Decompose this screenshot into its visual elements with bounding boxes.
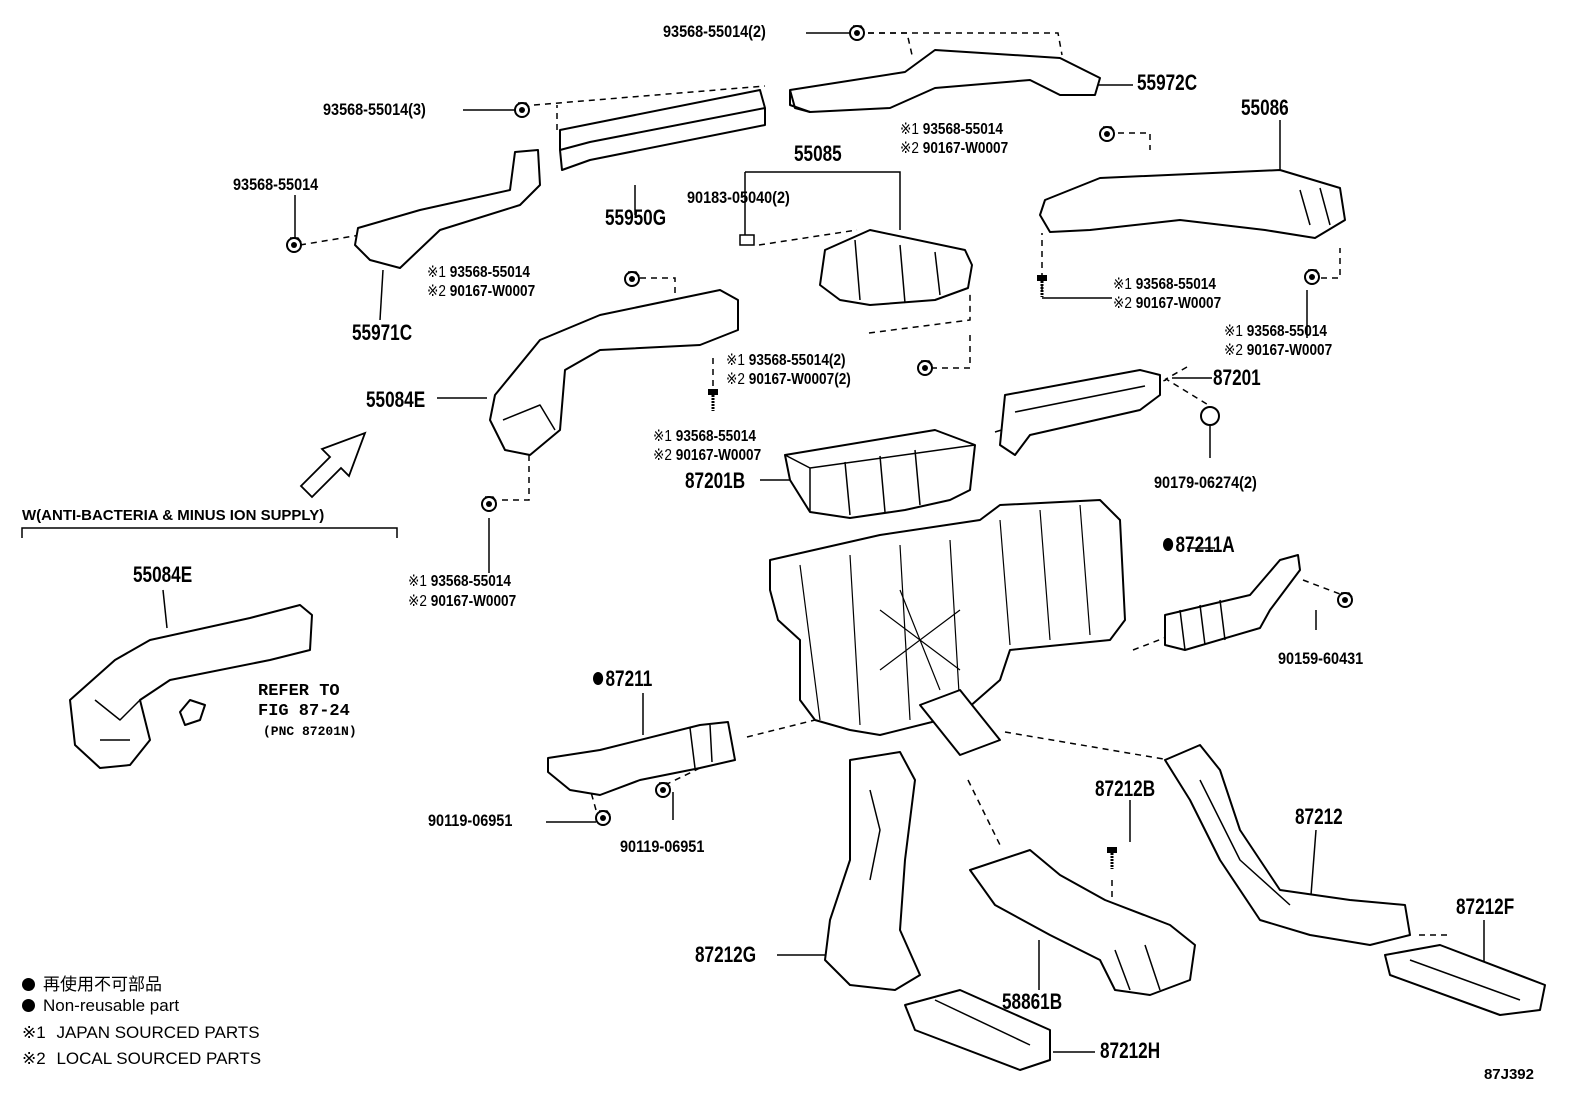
parts xyxy=(69,49,1546,1071)
pair-center-b-2: ※2 90167-W0007 xyxy=(653,447,762,464)
part-55084E xyxy=(489,289,739,456)
part-55972C xyxy=(789,49,1101,113)
label-87201: 87201 xyxy=(1213,365,1261,390)
bullet-dot-icon xyxy=(22,978,35,991)
label-87212B: 87212B xyxy=(1095,776,1156,801)
label-90179-06274: 90179-06274(2) xyxy=(1154,473,1257,492)
legend-local-sourced: ※2 LOCAL SOURCED PARTS xyxy=(22,1049,262,1068)
pair-right-b-2: ※2 90167-W0007 xyxy=(1224,342,1333,359)
label-87212: 87212 xyxy=(1295,804,1343,829)
non-reusable-dot-icon xyxy=(593,672,604,685)
pair-right-a-1: ※1 93568-55014 xyxy=(1113,276,1216,293)
label-87212G: 87212G xyxy=(695,942,757,967)
part-87211A xyxy=(1164,554,1301,651)
label-87211: 87211 xyxy=(593,668,652,690)
label-55950G: 55950G xyxy=(605,205,667,230)
non-reusable-dot-icon xyxy=(1163,538,1174,551)
refer-line-2: FIG 87-24 xyxy=(258,702,350,721)
label-55084E-variant: 55084E xyxy=(133,562,193,587)
pair-right-b-1: ※1 93568-55014 xyxy=(1224,323,1327,340)
part-87201B xyxy=(784,429,976,519)
label-87212H: 87212H xyxy=(1100,1038,1161,1063)
part-87201 xyxy=(999,369,1161,456)
variant-bracket xyxy=(21,527,398,538)
label-93568-55014-a: 93568-55014 xyxy=(233,175,319,194)
pair-center-b-1: ※1 93568-55014 xyxy=(653,428,756,445)
label-87201B: 87201B xyxy=(685,468,746,493)
pair-right-a-2: ※2 90167-W0007 xyxy=(1113,295,1222,312)
part-55085 xyxy=(819,229,973,306)
direction-arrow-icon xyxy=(299,431,367,499)
label-55972C: 55972C xyxy=(1137,70,1198,95)
label-55971C: 55971C xyxy=(352,320,413,345)
label-87211A: 87211A xyxy=(1163,534,1235,556)
part-87212H xyxy=(904,989,1051,1071)
label-93568-55014-3: 93568-55014(3) xyxy=(323,100,426,119)
pair-mid-left-1: ※1 93568-55014 xyxy=(427,264,530,281)
part-55971C xyxy=(354,149,541,269)
variant-caption: W(ANTI-BACTERIA & MINUS ION SUPPLY) xyxy=(22,507,325,524)
pair-center-1: ※1 93568-55014(2) xyxy=(726,352,846,369)
label-93568-55014-2: 93568-55014(2) xyxy=(663,22,766,41)
label-90159-60431: 90159-60431 xyxy=(1278,649,1364,668)
leader-lines xyxy=(162,32,1485,1053)
label-55085: 55085 xyxy=(794,141,842,166)
part-55084E-variant xyxy=(69,604,313,769)
label-90119-06951-a: 90119-06951 xyxy=(428,811,513,830)
pair-center-2: ※2 90167-W0007(2) xyxy=(726,371,851,388)
part-heater-unit xyxy=(769,499,1126,736)
label-87212F: 87212F xyxy=(1456,894,1515,919)
label-58861B: 58861B xyxy=(1002,989,1063,1014)
part-55950G xyxy=(559,89,766,171)
part-87211 xyxy=(547,721,736,796)
figure-id: 87J392 xyxy=(1483,1066,1534,1083)
refer-line-3: (PNC 87201N) xyxy=(263,724,357,739)
legend-japan-sourced: ※1 JAPAN SOURCED PARTS xyxy=(22,1023,260,1042)
label-55084E: 55084E xyxy=(366,387,426,412)
legend-non-reusable-jp: 再使用不可部品 xyxy=(22,970,162,995)
label-90183-05040: 90183-05040(2) xyxy=(687,188,790,207)
label-90119-06951-b: 90119-06951 xyxy=(620,837,705,856)
pair-mid-left-2: ※2 90167-W0007 xyxy=(427,283,536,300)
pair-top-right-2: ※2 90167-W0007 xyxy=(900,140,1009,157)
label-55086: 55086 xyxy=(1241,95,1289,120)
part-55086 xyxy=(1039,169,1346,239)
part-87212 xyxy=(1164,744,1411,946)
refer-line-1: REFER TO xyxy=(258,682,340,701)
part-58861B xyxy=(969,849,1196,996)
fasteners xyxy=(286,25,1353,871)
pair-low-left-1: ※1 93568-55014 xyxy=(408,573,511,590)
legend-non-reusable-en: Non-reusable part xyxy=(22,996,179,1016)
pair-top-right-1: ※1 93568-55014 xyxy=(900,121,1003,138)
bullet-dot-icon xyxy=(22,999,35,1012)
pair-low-left-2: ※2 90167-W0007 xyxy=(408,593,517,610)
